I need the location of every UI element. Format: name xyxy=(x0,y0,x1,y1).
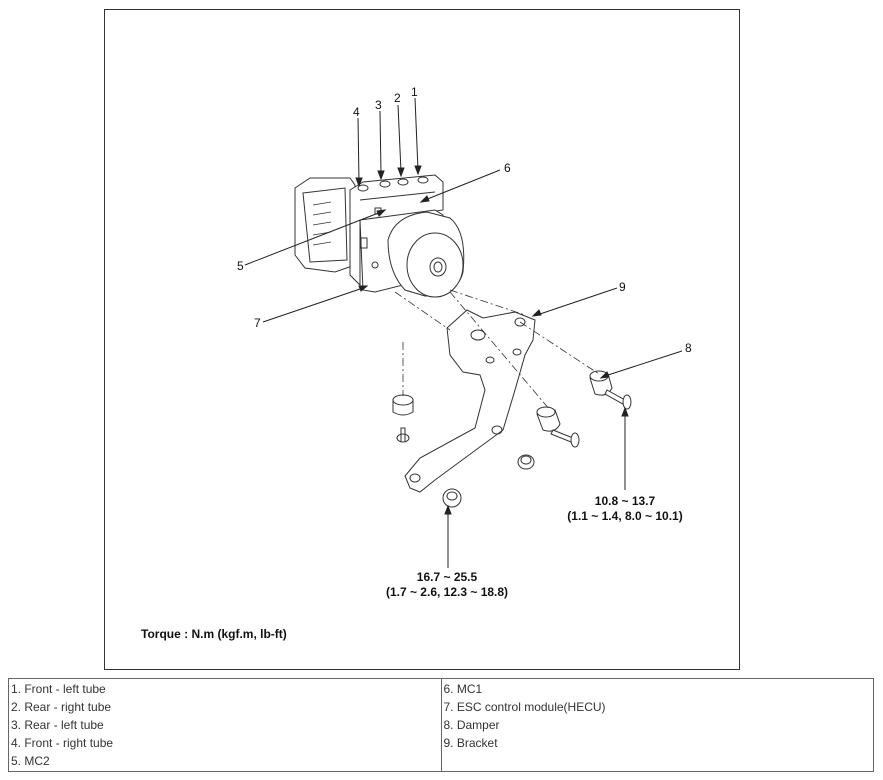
legend-item: 7. ESC control module(HECU) xyxy=(443,700,606,714)
bolt-left xyxy=(396,427,410,443)
callout-6: 6 xyxy=(504,161,511,175)
torque-unit-note: Torque : N.m (kgf.m, lb-ft) xyxy=(141,627,287,641)
legend-item: 4. Front - right tube xyxy=(11,736,114,750)
hecu-motor xyxy=(387,211,465,298)
hecu-connector-housing xyxy=(294,177,356,273)
legend-item: 6. MC1 xyxy=(443,682,483,696)
alignment-lines xyxy=(394,289,600,411)
callout-4: 4 xyxy=(353,105,360,119)
callout-5: 5 xyxy=(237,259,244,273)
hecu-exploded-diagram: 1 2 3 4 5 6 7 8 9 10.8 ~ 13.7 (1.1 ~ 1.4… xyxy=(141,85,692,641)
callout-leaders xyxy=(244,97,683,568)
damper-lower-center xyxy=(517,454,535,470)
callout-2: 2 xyxy=(394,91,401,105)
callout-3: 3 xyxy=(375,98,382,112)
legend-item: 5. MC2 xyxy=(11,754,50,768)
torque-spec-bottom-value: 16.7 ~ 25.5 xyxy=(417,570,478,584)
torque-spec-bottom-converted: (1.7 ~ 2.6, 12.3 ~ 18.8) xyxy=(386,585,508,599)
callout-7: 7 xyxy=(254,316,261,330)
bolt-right xyxy=(604,389,632,410)
torque-spec-right-converted: (1.1 ~ 1.4, 8.0 ~ 10.1) xyxy=(567,509,682,523)
damper-right xyxy=(589,370,613,396)
bracket xyxy=(404,309,536,493)
damper-bottom xyxy=(442,488,462,508)
callout-8: 8 xyxy=(685,341,692,355)
legend-item: 2. Rear - right tube xyxy=(11,700,112,714)
legend-item: 1. Front - left tube xyxy=(11,682,106,696)
diagram-frame: 1 2 3 4 5 6 7 8 9 10.8 ~ 13.7 (1.1 ~ 1.4… xyxy=(104,9,740,670)
legend-item: 3. Rear - left tube xyxy=(11,718,104,732)
callout-9: 9 xyxy=(619,280,626,294)
legend-column-right: 6. MC1 7. ESC control module(HECU) 8. Da… xyxy=(440,678,874,772)
torque-spec-right-value: 10.8 ~ 13.7 xyxy=(595,494,656,508)
bolt-center xyxy=(550,429,580,448)
parts-legend-table: 1. Front - left tube 2. Rear - right tub… xyxy=(8,678,874,772)
legend-column-left: 1. Front - left tube 2. Rear - right tub… xyxy=(8,678,442,772)
legend-item: 9. Bracket xyxy=(443,736,498,750)
damper-center xyxy=(536,406,561,432)
legend-item: 8. Damper xyxy=(443,718,500,732)
damper-left xyxy=(392,394,414,416)
callout-1: 1 xyxy=(411,85,418,99)
